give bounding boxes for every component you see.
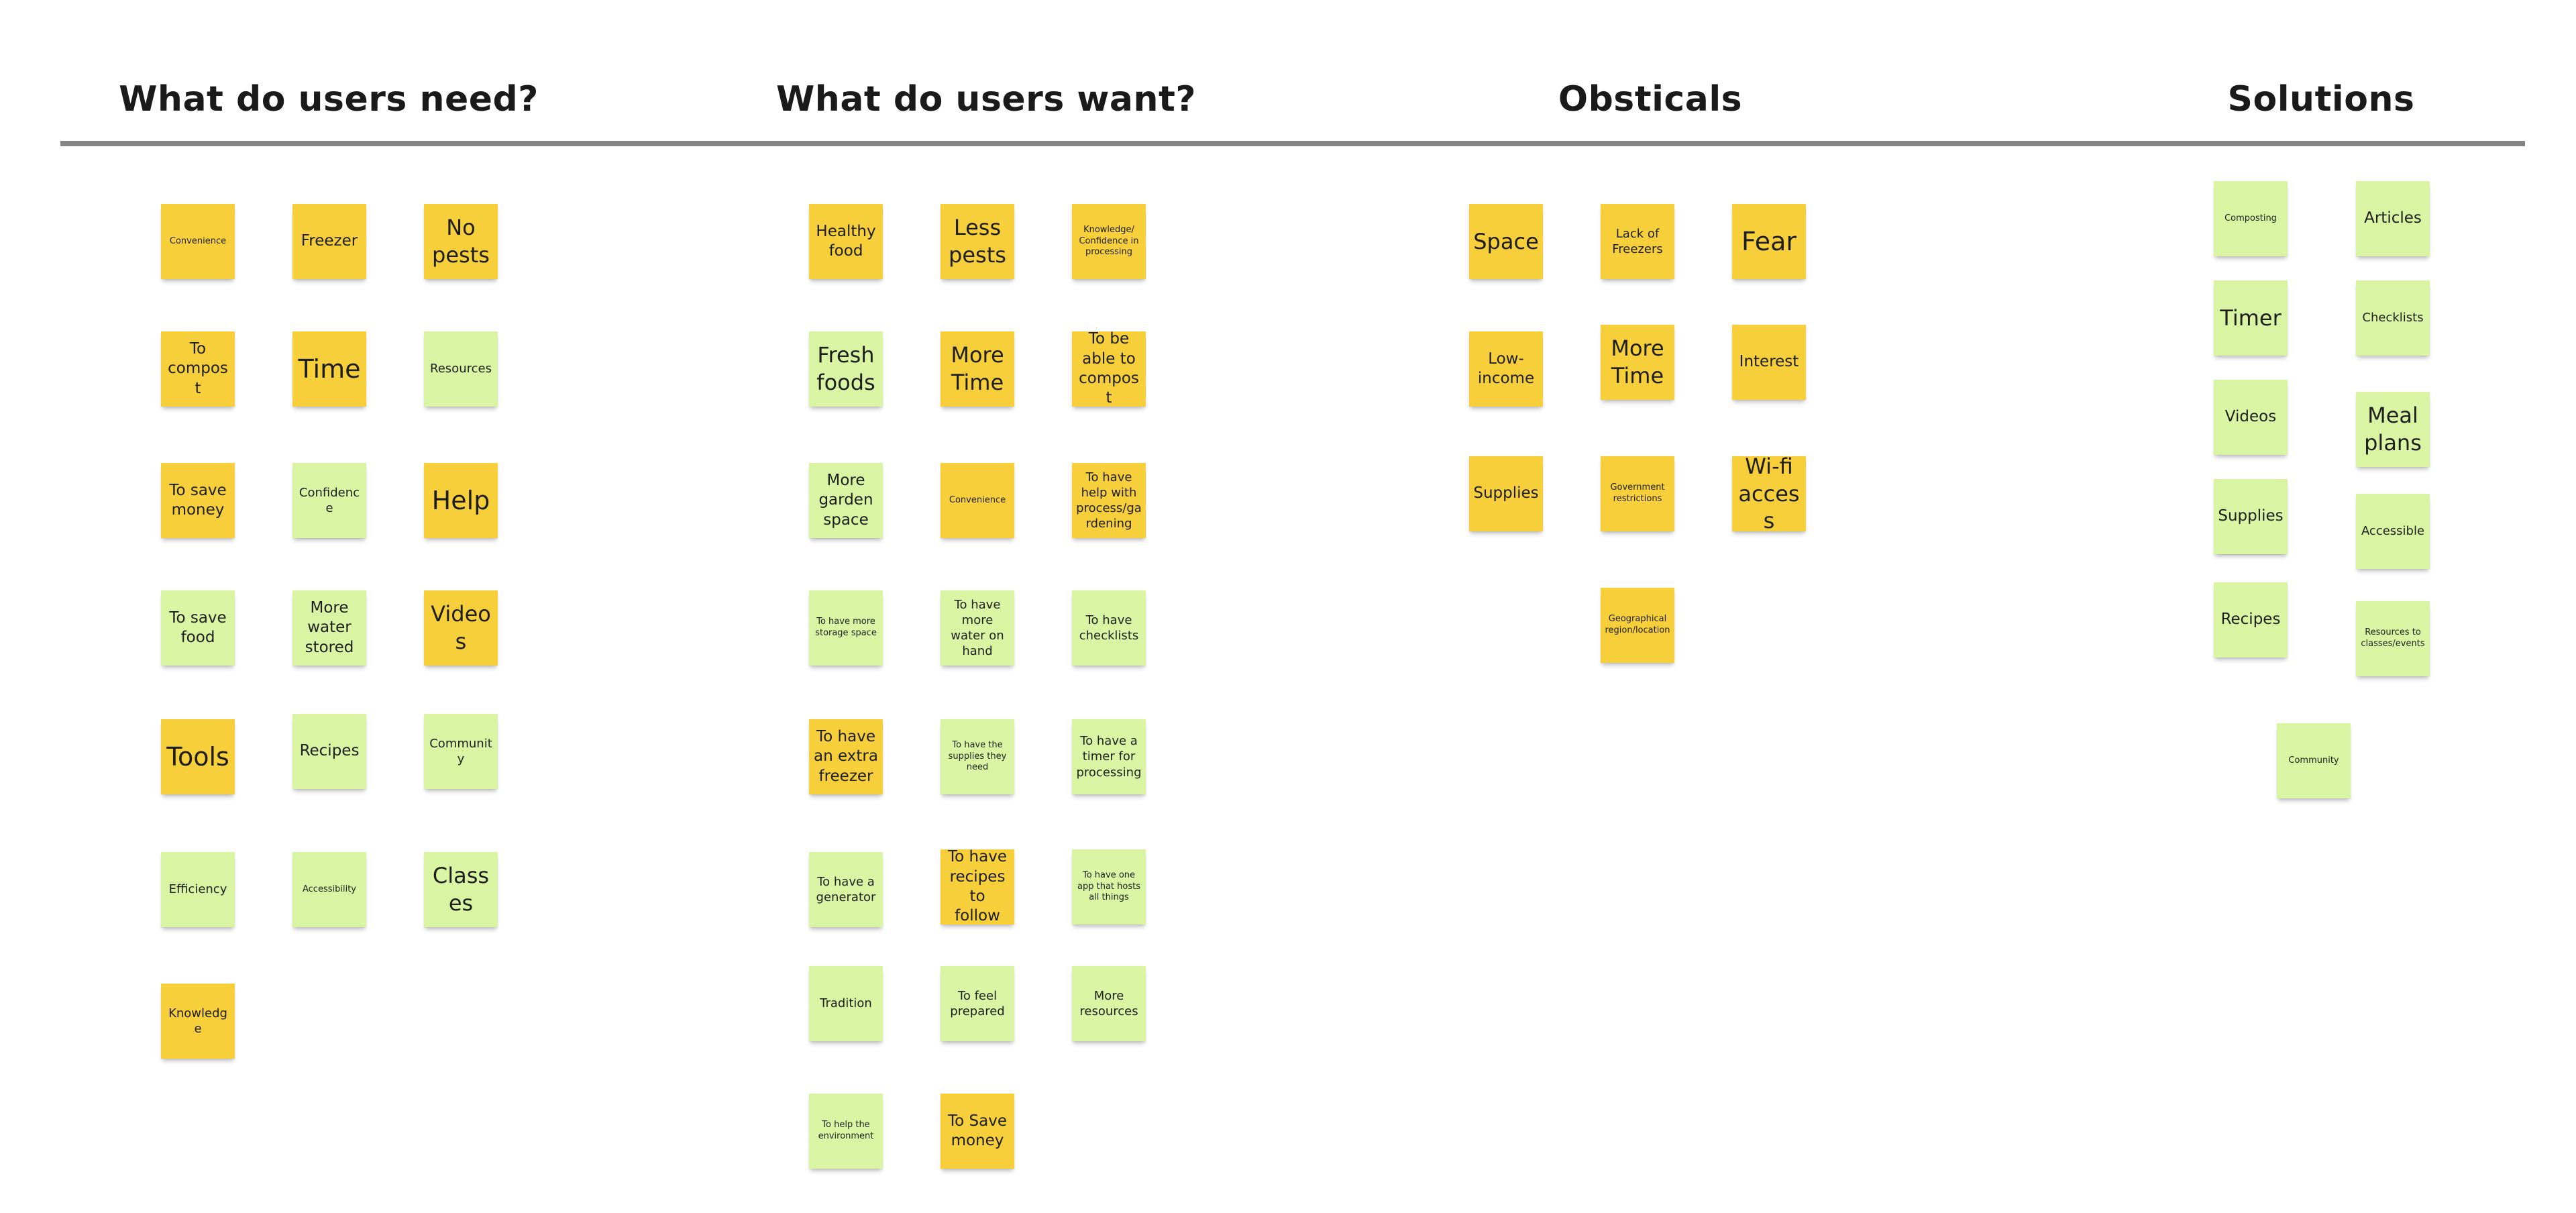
sticky-note[interactable]: Less pests [941, 204, 1014, 279]
heading-users-need: What do users need? [119, 79, 539, 119]
sticky-note[interactable]: To have recipes to follow [941, 849, 1014, 925]
header-divider [60, 141, 2525, 146]
sticky-note[interactable]: Interest [1732, 325, 1806, 400]
sticky-note[interactable]: Meal plans [2356, 392, 2430, 467]
sticky-note[interactable]: Checklists [2356, 280, 2430, 356]
sticky-note[interactable]: Low-income [1469, 331, 1543, 407]
sticky-note[interactable]: Convenience [941, 463, 1014, 538]
sticky-note[interactable]: Accessible [2356, 494, 2430, 569]
sticky-note[interactable]: Classes [424, 852, 498, 927]
sticky-note[interactable]: To save food [161, 590, 235, 666]
sticky-note[interactable]: Tradition [809, 966, 883, 1041]
sticky-note[interactable]: To Save money [941, 1094, 1014, 1169]
heading-solutions: Solutions [2227, 79, 2415, 119]
sticky-note[interactable]: To help the environment [809, 1094, 883, 1169]
sticky-note[interactable]: Space [1469, 204, 1543, 279]
sticky-note[interactable]: To have checklists [1072, 590, 1146, 666]
sticky-note[interactable]: More Time [1601, 325, 1674, 400]
sticky-note[interactable]: Help [424, 463, 498, 538]
sticky-note[interactable]: More resources [1072, 966, 1146, 1041]
sticky-note[interactable]: Fear [1732, 204, 1806, 279]
sticky-note[interactable]: To have one app that hosts all things [1072, 849, 1146, 925]
sticky-note[interactable]: To save money [161, 463, 235, 538]
sticky-note[interactable]: More Time [941, 331, 1014, 407]
sticky-note[interactable]: Recipes [2214, 582, 2288, 657]
heading-users-want: What do users want? [775, 79, 1197, 119]
sticky-note[interactable]: Recipes [292, 714, 366, 789]
sticky-note[interactable]: Knowledge [161, 984, 235, 1059]
sticky-note[interactable]: Accessibility [292, 852, 366, 927]
sticky-note[interactable]: Geographical region/location [1601, 588, 1674, 663]
sticky-note[interactable]: More water stored [292, 590, 366, 666]
sticky-note[interactable]: Timer [2214, 280, 2288, 356]
sticky-note[interactable]: To have help with process/gardening [1072, 463, 1146, 538]
sticky-note[interactable]: Community [2277, 723, 2351, 798]
sticky-note[interactable]: Resources [424, 331, 498, 407]
sticky-note[interactable]: Confidence [292, 463, 366, 538]
sticky-note[interactable]: To feel prepared [941, 966, 1014, 1041]
sticky-note[interactable]: Videos [2214, 380, 2288, 455]
sticky-note[interactable]: No pests [424, 204, 498, 279]
sticky-note[interactable]: Supplies [1469, 456, 1543, 531]
sticky-note[interactable]: Convenience [161, 204, 235, 279]
sticky-note[interactable]: To have a timer for processing [1072, 719, 1146, 794]
sticky-note[interactable]: Videos [424, 590, 498, 666]
sticky-note[interactable]: Efficiency [161, 852, 235, 927]
sticky-note[interactable]: Community [424, 714, 498, 789]
sticky-note[interactable]: To be able to compost [1072, 331, 1146, 407]
sticky-note[interactable]: Government restrictions [1601, 456, 1674, 531]
sticky-note[interactable]: Lack of Freezers [1601, 204, 1674, 279]
sticky-note[interactable]: Articles [2356, 181, 2430, 256]
sticky-note[interactable]: To compost [161, 331, 235, 407]
sticky-note[interactable]: To have more water on hand [941, 590, 1014, 666]
sticky-note[interactable]: Tools [161, 719, 235, 794]
sticky-note[interactable]: Time [292, 331, 366, 407]
sticky-note[interactable]: Supplies [2214, 479, 2288, 554]
sticky-note[interactable]: To have an extra freezer [809, 719, 883, 794]
sticky-note[interactable]: Fresh foods [809, 331, 883, 407]
sticky-note[interactable]: Knowledge/ Confidence in processing [1072, 204, 1146, 279]
sticky-note[interactable]: More garden space [809, 463, 883, 538]
sticky-note[interactable]: To have a generator [809, 852, 883, 927]
sticky-note[interactable]: To have more storage space [809, 590, 883, 666]
sticky-note[interactable]: Wi-fi access [1732, 456, 1806, 531]
sticky-note[interactable]: Freezer [292, 204, 366, 279]
sticky-note[interactable]: Resources to classes/events [2356, 601, 2430, 676]
sticky-note[interactable]: To have the supplies they need [941, 719, 1014, 794]
sticky-note[interactable]: Composting [2214, 181, 2288, 256]
sticky-note[interactable]: Healthy food [809, 204, 883, 279]
heading-obstacles: Obsticals [1558, 79, 1743, 119]
